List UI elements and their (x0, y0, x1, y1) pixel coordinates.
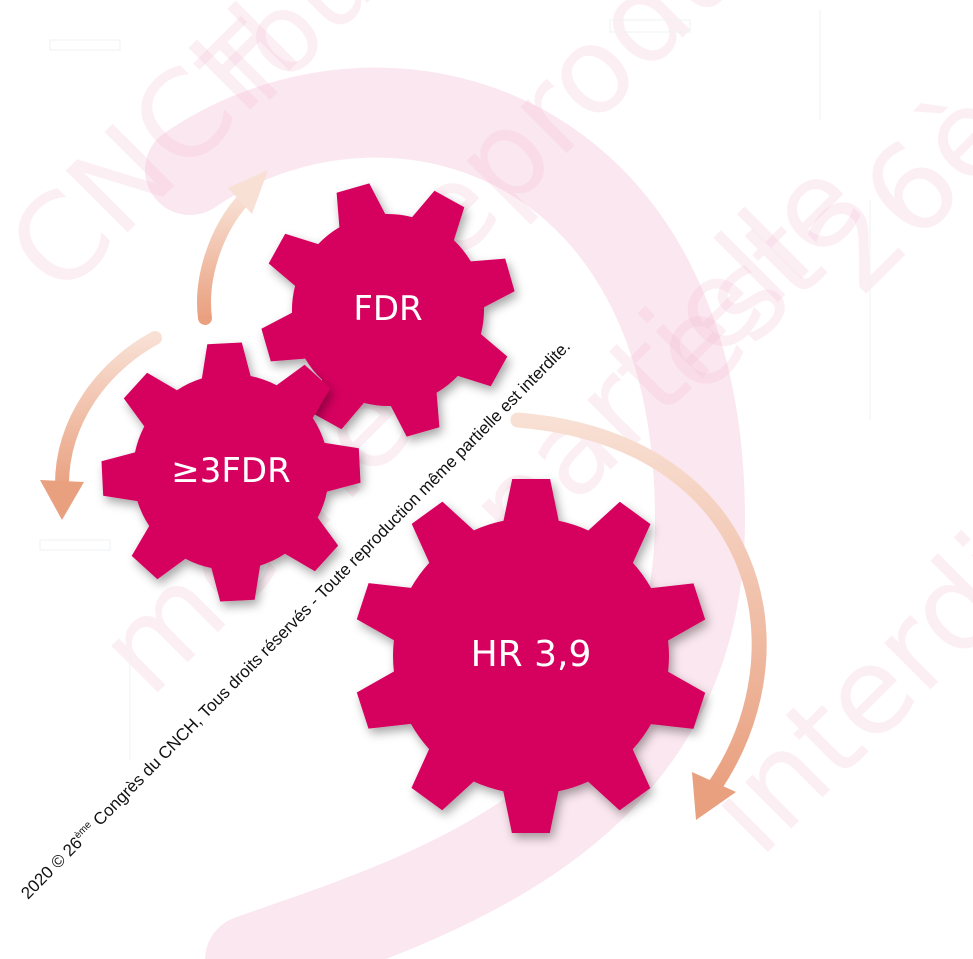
gear-label-hr: HR 3,9 (471, 634, 592, 675)
gear-hr (356, 479, 706, 833)
copyright-prefix: 2020 © 26 (17, 833, 86, 902)
gear-label-fdr: FDR (353, 289, 422, 329)
arrow-down-left-icon (40, 331, 162, 520)
gear-hr-shape (356, 479, 706, 833)
gear-3fdr-shape (101, 342, 361, 602)
gear-fdr (261, 183, 515, 437)
gear-label-3fdr: ≥3FDR (171, 451, 290, 491)
arrow-arc-icon (510, 412, 767, 820)
cycle-arrows (40, 170, 767, 820)
gear-fdr-shape (261, 183, 515, 437)
gear-3fdr (101, 342, 361, 602)
arrow-up-icon (197, 170, 268, 325)
